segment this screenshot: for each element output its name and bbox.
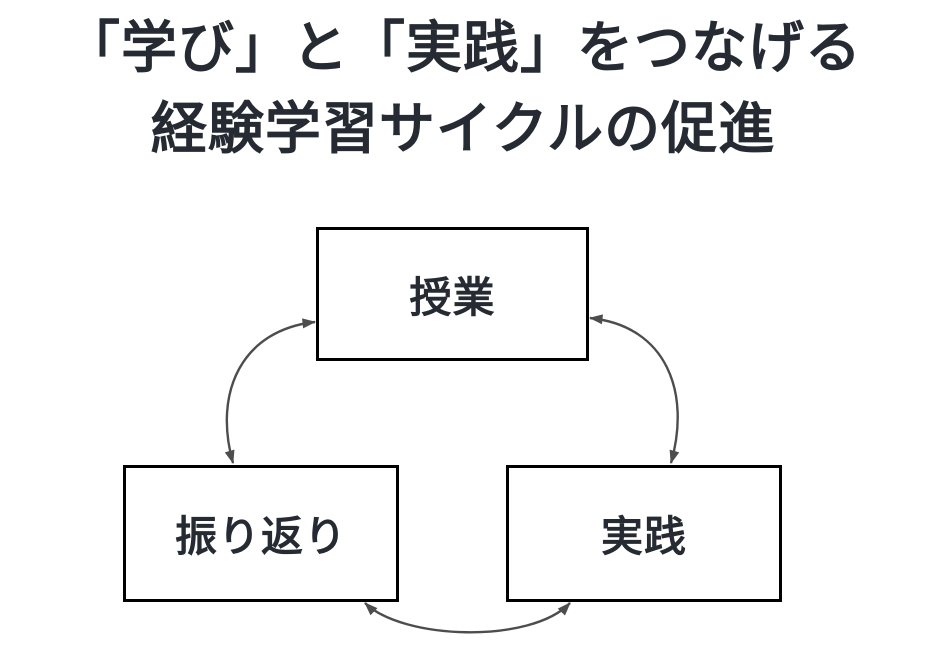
page-title-line-2: 経験学習サイクルの促進 <box>150 97 776 162</box>
node-jugyou-label: 授業 <box>409 272 496 322</box>
node-jugyou: 授業 <box>316 227 589 361</box>
node-furikaeri-label: 振り返り <box>174 512 347 561</box>
node-furikaeri: 振り返り <box>123 465 399 602</box>
arrow-jugyou-furikaeri <box>224 318 316 464</box>
arrow-furikaeri-jissen <box>364 602 571 634</box>
node-jissen-label: 実践 <box>600 512 687 561</box>
arrow-jugyou-jissen <box>589 314 680 464</box>
page-title-line-1: 「学び」と「実践」をつなげる <box>64 16 862 81</box>
page-title: 「学び」と「実践」をつなげる 経験学習サイクルの促進 <box>0 8 926 170</box>
node-jissen: 実践 <box>506 465 782 602</box>
